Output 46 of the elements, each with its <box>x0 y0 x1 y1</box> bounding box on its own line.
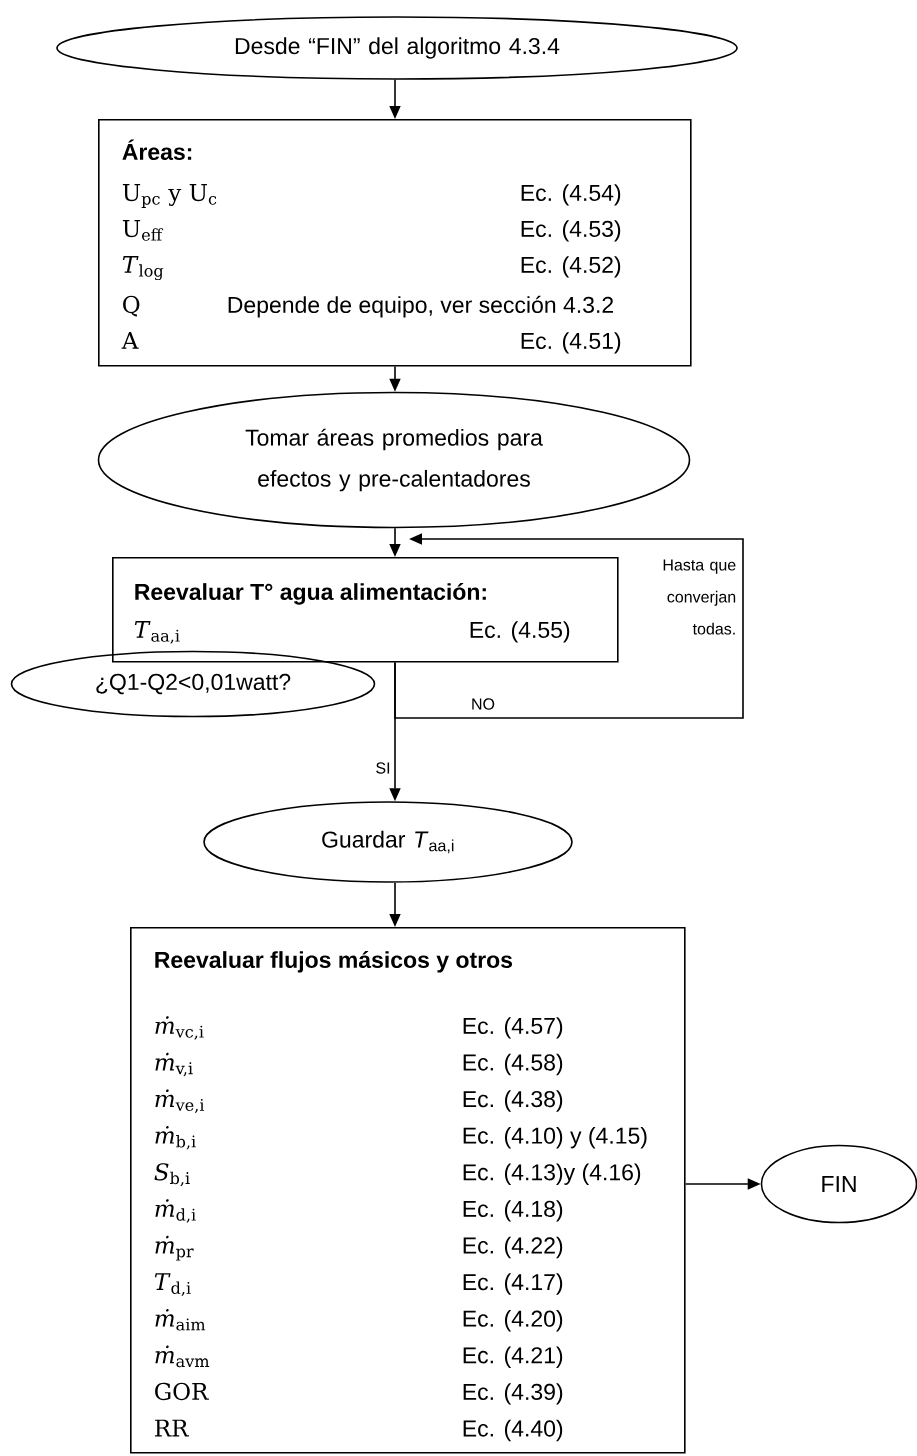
variable-label: Q <box>123 295 140 317</box>
variable-label: ṁ$_{v,i}$ <box>155 1052 193 1077</box>
variable-label: ṁ$_{aim}$ <box>155 1309 206 1331</box>
equation-reference: Ec. (4.22) <box>463 1236 563 1259</box>
annotation-text: Hasta que converjan todas. <box>663 559 736 635</box>
equation-reference: Ec. (4.21) <box>463 1346 563 1368</box>
equation-reference: Ec. (4.13)y (4.16) <box>463 1163 641 1185</box>
equation-reference: Ec. (4.39) <box>463 1383 563 1405</box>
variable-label: T$_{log}$ <box>122 256 164 281</box>
edge-label: NO <box>470 697 496 711</box>
box-heading: Reevaluar T° agua alimentación: <box>135 582 486 605</box>
equation-reference: Ec. (4.18) <box>463 1200 563 1222</box>
equation-reference: Ec. (4.51) <box>521 332 621 354</box>
equation-reference: Ec. (4.53) <box>521 220 621 242</box>
variable-label: ṁ$_{vc,i}$ <box>155 1016 204 1040</box>
equation-reference: Ec. (4.17) <box>463 1273 563 1295</box>
variable-label: ṁ$_{avm}$ <box>155 1345 210 1368</box>
equation-reference: Ec. (4.20) <box>463 1309 563 1332</box>
equation-reference: Ec. (4.55) <box>470 621 570 643</box>
variable-label: U$_{eff}$ <box>122 220 164 241</box>
equation-reference: Ec. (4.40) <box>463 1419 563 1442</box>
variable-label: RR <box>155 1419 189 1437</box>
box-heading: Áreas: <box>122 139 192 161</box>
equation-reference: Ec. (4.58) <box>463 1053 563 1076</box>
variable-label: ṁ$_{ve,i}$ <box>155 1089 205 1113</box>
variable-label: ṁ$_{pr}$ <box>155 1235 194 1261</box>
variable-label: S$_{b,i}$ <box>154 1163 190 1187</box>
equation-reference: Ec. (4.57) <box>463 1017 563 1039</box>
variable-label: U$_{pc}$ y U$_{c}$ <box>122 184 217 208</box>
variable-label: ṁ$_{d,i}$ <box>155 1199 196 1223</box>
arrow <box>394 533 744 719</box>
equation-reference: Ec. (4.52) <box>521 256 621 278</box>
box-heading: Reevaluar flujos másicos y otros <box>155 950 513 973</box>
variable-label: T$_{d,i}$ <box>154 1273 191 1296</box>
process-box <box>130 927 686 1454</box>
process-box <box>112 557 619 663</box>
edge-label: SI <box>374 761 392 775</box>
process-box <box>98 119 692 367</box>
equation-reference: Ec. (4.38) <box>463 1090 563 1112</box>
equation-reference: Ec. (4.54) <box>521 184 621 206</box>
equation-reference: Depende de equipo, ver sección 4.3.2 <box>228 295 613 318</box>
variable-label: GOR <box>155 1382 209 1401</box>
variable-label: A <box>121 332 139 349</box>
variable-label: T$_{aa,i}$ <box>134 621 180 644</box>
equation-reference: Ec. (4.10) y (4.15) <box>463 1126 647 1149</box>
variable-label: ṁ$_{b,i}$ <box>155 1126 196 1150</box>
